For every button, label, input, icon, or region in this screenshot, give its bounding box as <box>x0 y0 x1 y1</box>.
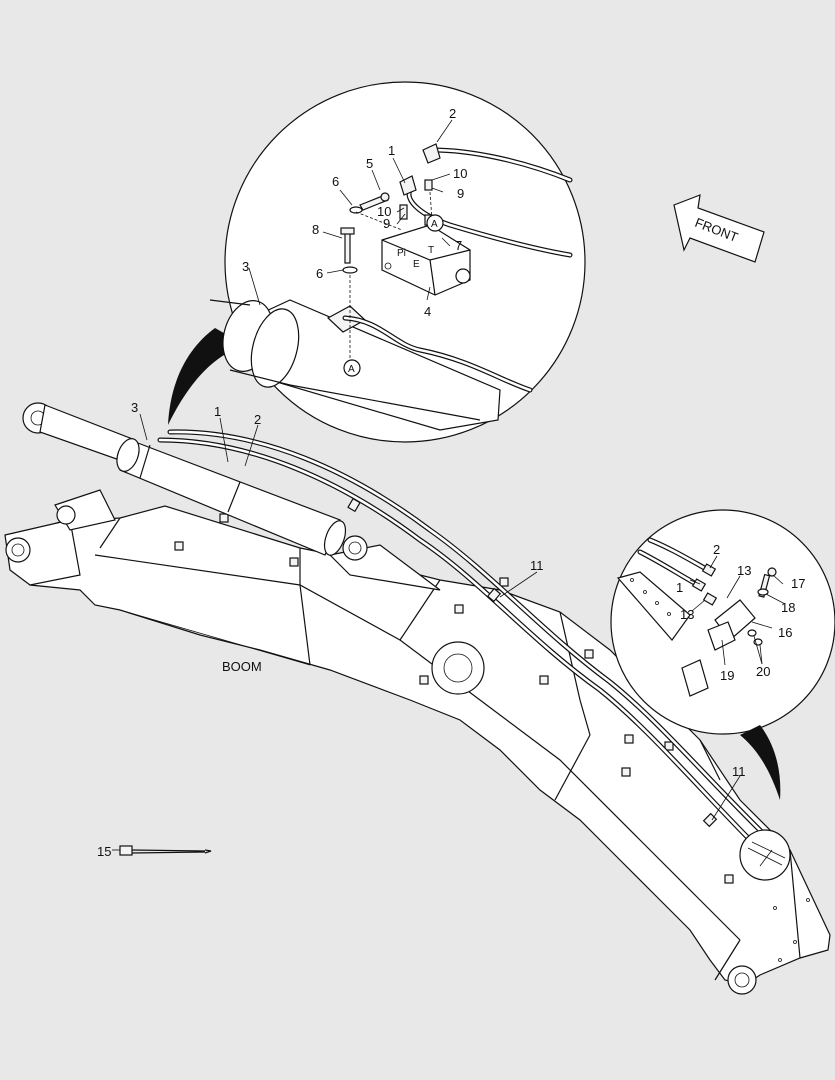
view-a-marker-upper: A <box>431 219 438 230</box>
callout-13a: 13 <box>737 563 751 578</box>
callout-16: 16 <box>778 625 792 640</box>
boom-structure <box>4 489 831 995</box>
callout-1-top: 1 <box>388 143 395 158</box>
top-detail-view <box>168 81 586 443</box>
port-t-label: T <box>428 245 434 256</box>
callout-4: 4 <box>424 304 431 319</box>
callout-9a: 9 <box>457 186 464 201</box>
view-a-marker-lower: A <box>348 364 355 375</box>
boom-label: BOOM <box>222 659 262 674</box>
callout-18: 18 <box>781 600 795 615</box>
callout-11a: 11 <box>530 558 544 573</box>
callout-8: 8 <box>312 222 319 237</box>
callout-2-main: 2 <box>254 412 261 427</box>
callout-2-top: 2 <box>449 106 456 121</box>
callout-13b: 13 <box>680 607 694 622</box>
callout-3-top: 3 <box>242 259 249 274</box>
port-pi-label: Pi <box>397 248 406 259</box>
callout-7: 7 <box>455 238 462 253</box>
callout-1-main: 1 <box>214 404 221 419</box>
hydraulic-lines <box>157 429 775 853</box>
callout-2-detail: 2 <box>713 542 720 557</box>
callout-6b: 6 <box>316 266 323 281</box>
callout-6a: 6 <box>332 174 339 189</box>
callout-10a: 10 <box>453 166 467 181</box>
callout-3-main: 3 <box>131 400 138 415</box>
callout-11b: 11 <box>732 764 746 779</box>
detail-ref-circle <box>739 829 791 881</box>
front-direction-arrow <box>673 194 765 263</box>
callout-17: 17 <box>791 576 805 591</box>
cable-tie-15 <box>119 845 212 856</box>
callout-9b: 9 <box>383 216 390 231</box>
port-e-label: E <box>413 259 420 270</box>
callout-20: 20 <box>756 664 770 679</box>
boom-cylinder <box>22 402 347 556</box>
leader-lines <box>112 119 786 851</box>
callout-15: 15 <box>97 844 111 859</box>
callout-1-detail: 1 <box>676 580 683 595</box>
callout-10b: 10 <box>377 204 391 219</box>
callout-5: 5 <box>366 156 373 171</box>
right-detail-view <box>610 509 835 800</box>
callout-19: 19 <box>720 668 734 683</box>
